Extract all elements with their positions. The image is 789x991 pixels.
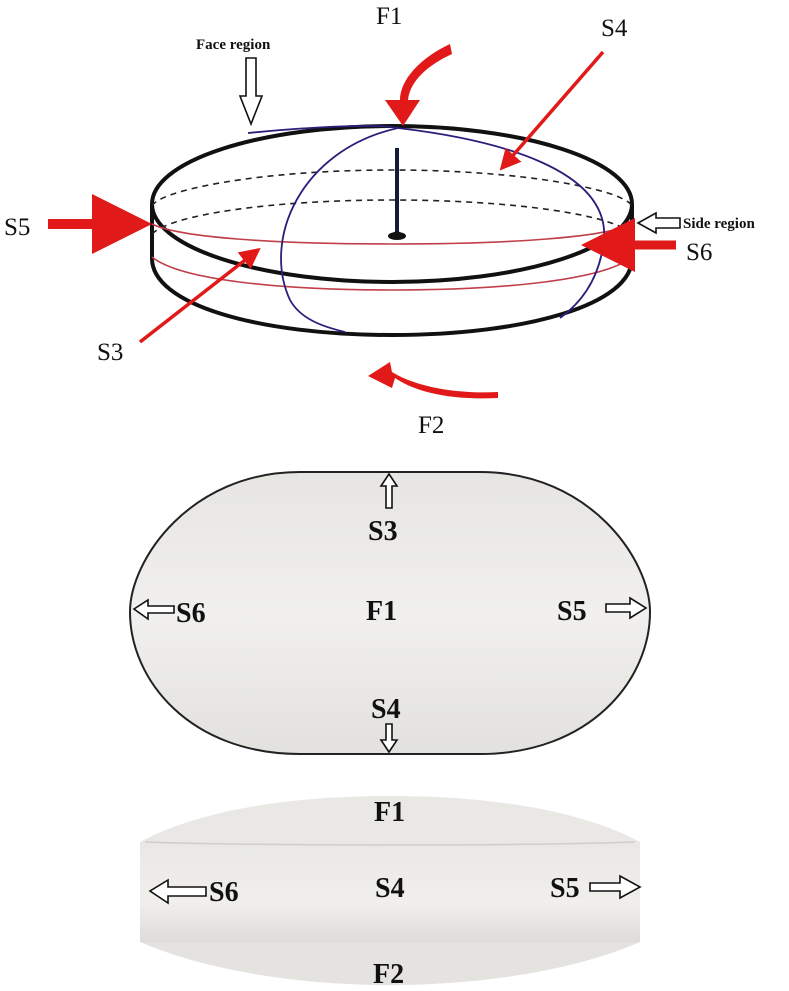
label-f2-side: F2 [373,959,404,990]
tablet-side-top-dome [140,796,640,842]
label-s6-photo: S6 [176,598,206,629]
f2-curved-arrow [368,362,498,399]
meridian-back [247,125,399,134]
tablet-side-bottom-dome [140,942,640,985]
label-s3-top: S3 [97,339,123,366]
label-s4-side: S4 [375,873,405,904]
label-f1-photo: F1 [366,596,397,627]
tablet-side-view-photo: F1 S6 S4 S5 F2 [140,796,642,990]
label-f1-side: F1 [374,797,405,828]
tablet-side-edge-line [144,841,636,846]
label-s5-photo: S5 [557,596,587,627]
f1-curved-arrow [385,44,452,126]
hidden-upper-dashed-line [151,169,633,207]
hidden-lower-dashed-line [151,199,633,235]
tablet-3d-diagram: F1 S4 Face region S5 Side region S6 S3 F… [4,3,755,439]
meridian-right [397,127,605,319]
s5-side-arrow [589,874,642,900]
s4-arrow [499,50,605,171]
s6-photo-arrow [132,598,175,621]
tablet-top-view-photo: S3 F1 S6 S5 S4 [128,471,652,755]
s3-photo-arrow [379,472,399,509]
meridian-left [280,127,399,333]
s4-photo-arrow [379,723,399,754]
side-region-arrow [636,211,681,235]
label-f1-top: F1 [376,3,402,30]
s6-side-arrow [148,878,207,905]
label-s4-top: S4 [601,15,628,42]
label-s5-top: S5 [4,214,30,241]
label-s6-top: S6 [686,239,712,266]
label-s3-photo: S3 [368,516,398,547]
label-face-region: Face region [196,37,271,53]
tablet-top-outline [150,124,634,284]
label-f2-top: F2 [418,412,444,439]
s5-photo-arrow [605,596,648,620]
label-s5-side: S5 [550,873,580,904]
label-s4-photo: S4 [371,694,401,725]
tablet-side-band [140,842,640,942]
label-s6-side: S6 [209,877,239,908]
center-point-shadow [388,232,406,240]
tablet-top-view-shape [128,471,652,755]
face-region-arrow [238,57,264,127]
s3-arrow [138,247,261,344]
tablet-bottom-outline [149,256,635,338]
label-side-region: Side region [683,216,755,232]
side-band-lower [151,256,633,291]
